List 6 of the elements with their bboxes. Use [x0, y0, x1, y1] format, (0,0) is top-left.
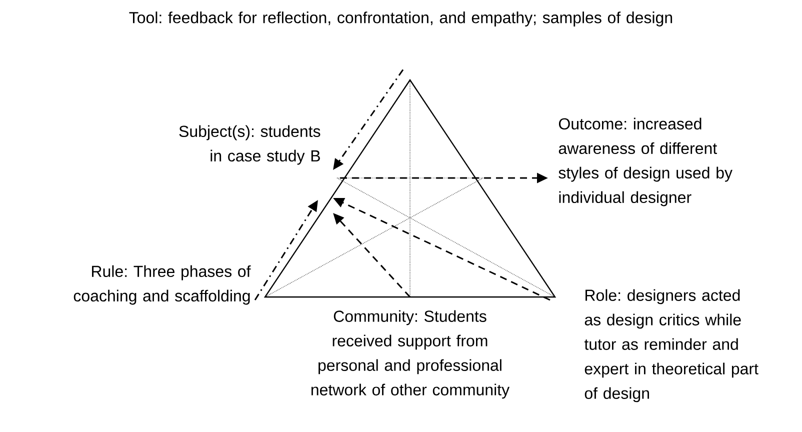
text-label: Role: designers acted as design critics while tutor as reminder and expert in theoretical part of design [584, 289, 758, 402]
text-label: Community: Students received support from personal and professional network of other community [311, 310, 510, 399]
text-label: Outcome: increased awareness of different styles of design used by individual designer [558, 118, 732, 206]
text-label: Rule: Three phases of coaching and scaffolding [74, 265, 251, 305]
text-label: Subject(s): students in case study B [179, 125, 320, 165]
text-label: Tool: feedback for reflection, confrontation, and empathy; samples of design [129, 12, 672, 26]
